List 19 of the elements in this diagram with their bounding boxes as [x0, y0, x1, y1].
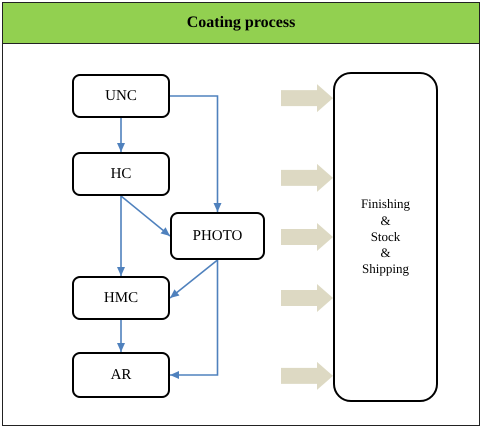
process-box: AR — [72, 352, 170, 398]
arrow — [117, 320, 125, 352]
block-arrow — [281, 164, 333, 192]
process-box: UNC — [72, 74, 170, 118]
process-box: PHOTO — [170, 212, 265, 260]
arrow — [170, 260, 218, 379]
arrow — [117, 118, 125, 152]
process-box: HMC — [72, 276, 170, 320]
header-band: Coating process — [3, 3, 479, 44]
arrow — [170, 95, 222, 212]
arrow — [117, 196, 125, 276]
arrow — [170, 259, 218, 299]
block-arrow — [281, 284, 333, 312]
process-box: HC — [72, 152, 170, 196]
block-arrow — [281, 362, 333, 390]
block-arrow — [281, 223, 333, 251]
block-arrow — [281, 84, 333, 112]
process-box: Finishing & Stock & Shipping — [333, 72, 438, 402]
arrow — [120, 195, 170, 237]
